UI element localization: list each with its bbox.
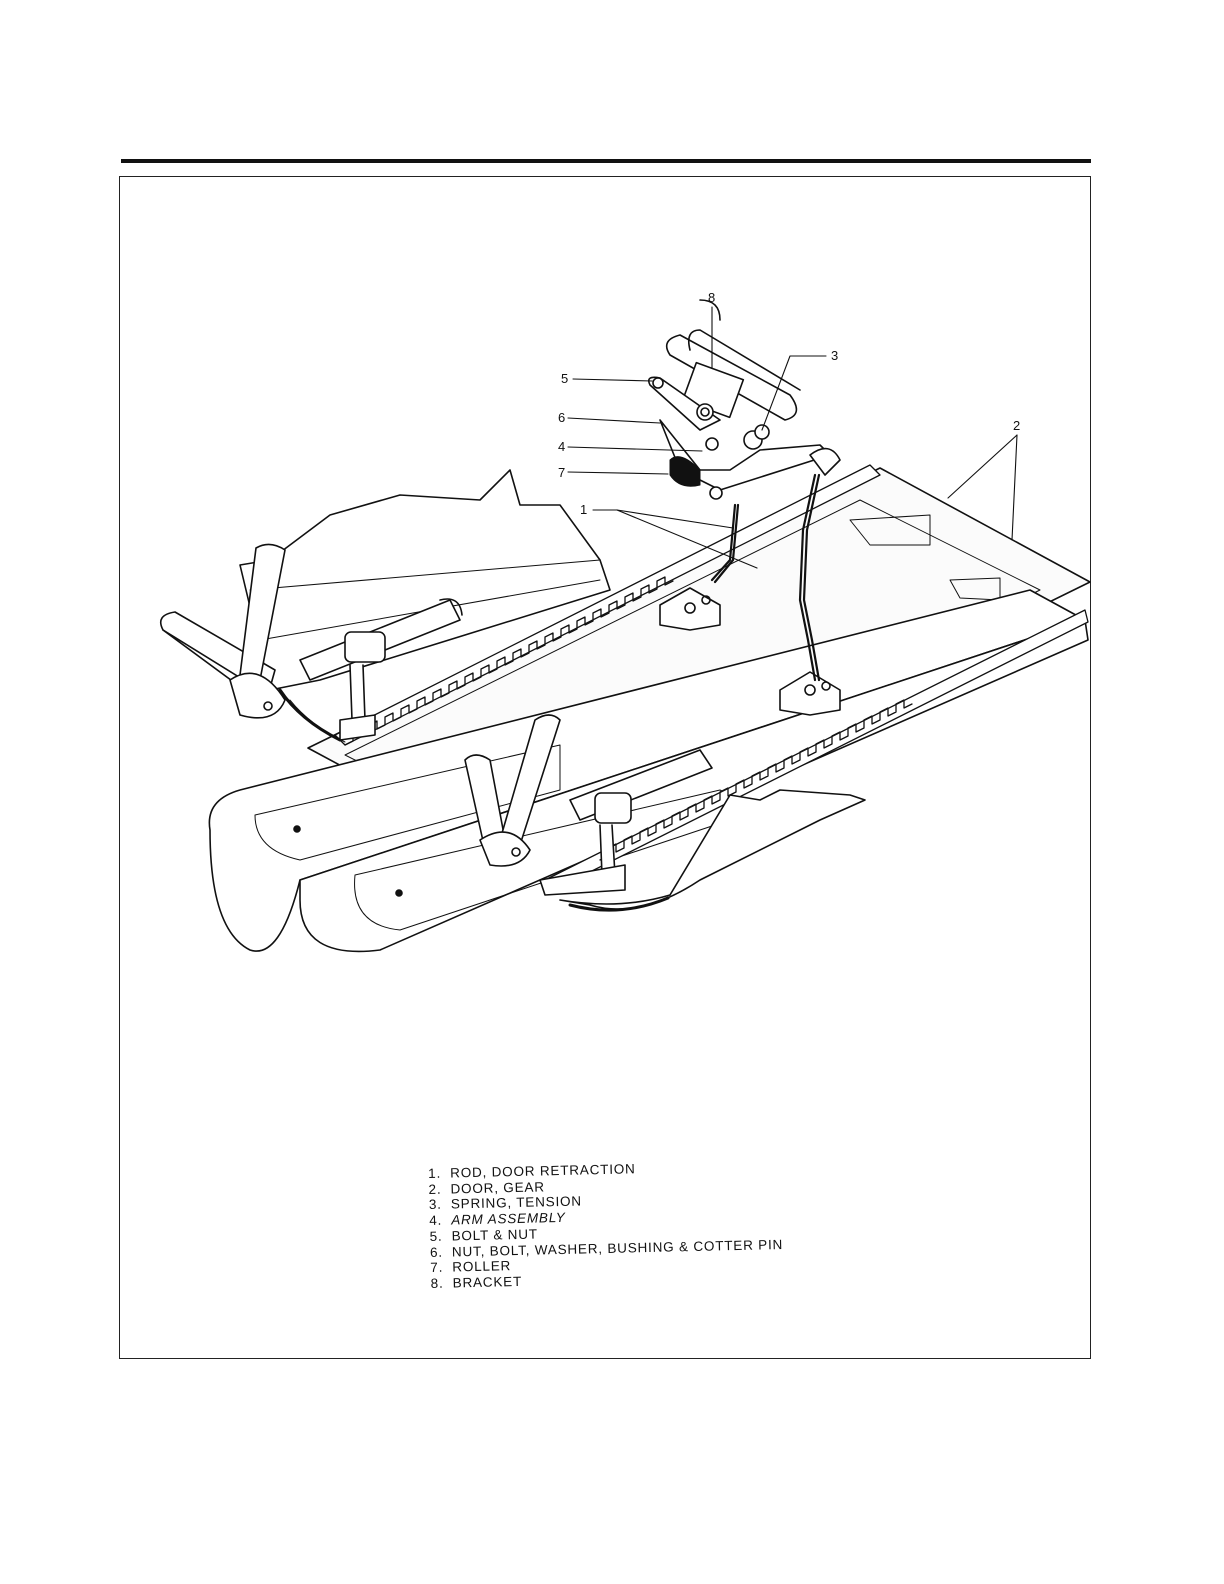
callout-6: 6	[558, 410, 565, 425]
legend-label: BOLT & NUT	[451, 1226, 538, 1243]
bracket-assembly	[649, 300, 840, 499]
legend-num: 4.	[429, 1213, 451, 1229]
callout-7: 7	[558, 465, 565, 480]
legend-num: 2.	[428, 1181, 450, 1197]
callout-2: 2	[1013, 418, 1020, 433]
legend-num: 5.	[429, 1228, 451, 1244]
callout-4: 4	[558, 439, 565, 454]
legend-num: 1.	[428, 1166, 450, 1182]
legend-label: ROD, DOOR RETRACTION	[450, 1161, 636, 1180]
parts-legend: 1.ROD, DOOR RETRACTION 2.DOOR, GEAR 3.SP…	[428, 1156, 851, 1291]
legend-label: ARM ASSEMBLY	[451, 1210, 566, 1228]
callout-8: 8	[708, 290, 715, 305]
legend-num: 3.	[429, 1197, 451, 1213]
legend-num: 7.	[430, 1260, 452, 1276]
callout-3: 3	[831, 348, 838, 363]
legend-num: 8.	[430, 1275, 452, 1291]
legend-label: BRACKET	[452, 1274, 522, 1291]
callout-1: 1	[580, 502, 587, 517]
legend-num: 6.	[430, 1244, 452, 1260]
callout-5: 5	[561, 371, 568, 386]
legend-label: ROLLER	[452, 1258, 511, 1274]
legend-label: DOOR, GEAR	[450, 1179, 545, 1196]
